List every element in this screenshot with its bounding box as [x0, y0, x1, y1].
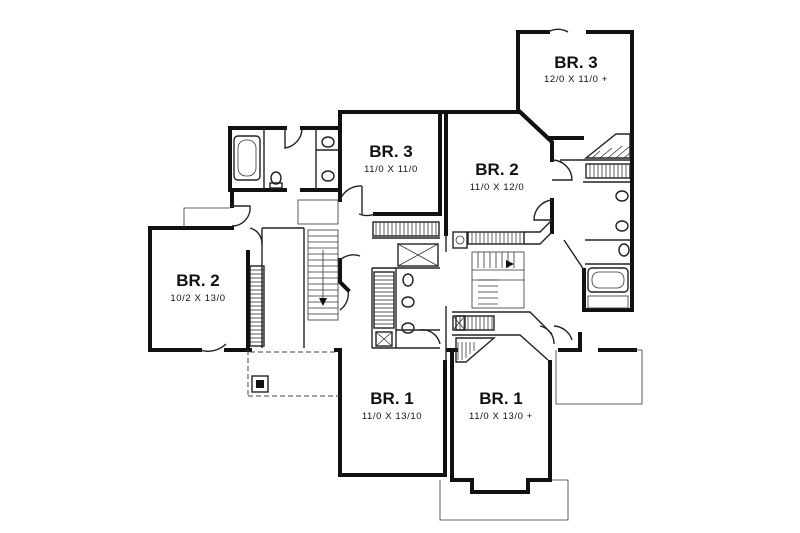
exterior-features [183, 199, 643, 521]
room-name-br1-center: BR. 1 [370, 389, 413, 408]
exterior-walls [148, 30, 637, 494]
room-dims-br2-left: 10/2 X 13/0 [170, 293, 225, 304]
room-name-br2-center: BR. 2 [475, 160, 518, 179]
room-name-br3-right: BR. 3 [554, 53, 597, 72]
room-name-br3-center: BR. 3 [369, 142, 412, 161]
closet-hatch [250, 145, 631, 360]
hall-walls [445, 159, 585, 362]
room-name-br1-right: BR. 1 [479, 389, 522, 408]
stairs-left [307, 229, 339, 321]
room-dims-br3-right: 12/0 X 11/0 + [544, 74, 608, 85]
interior-walls [261, 128, 632, 349]
room-dims-br3-center: 11/0 X 11/0 [364, 164, 418, 175]
room-dims-br2-center: 11/0 X 12/0 [470, 182, 525, 193]
stairs-right [471, 251, 525, 309]
room-name-br2-left: BR. 2 [176, 271, 219, 290]
room-dims-br1-right: 11/0 X 13/0 + [469, 411, 533, 422]
bath-fixtures [233, 135, 630, 347]
room-dims-br1-center: 11/0 X 13/10 [362, 411, 422, 422]
room-labels: BR. 3 12/0 X 11/0 + BR. 3 11/0 X 11/0 BR… [170, 53, 608, 422]
door-swings [199, 28, 573, 352]
